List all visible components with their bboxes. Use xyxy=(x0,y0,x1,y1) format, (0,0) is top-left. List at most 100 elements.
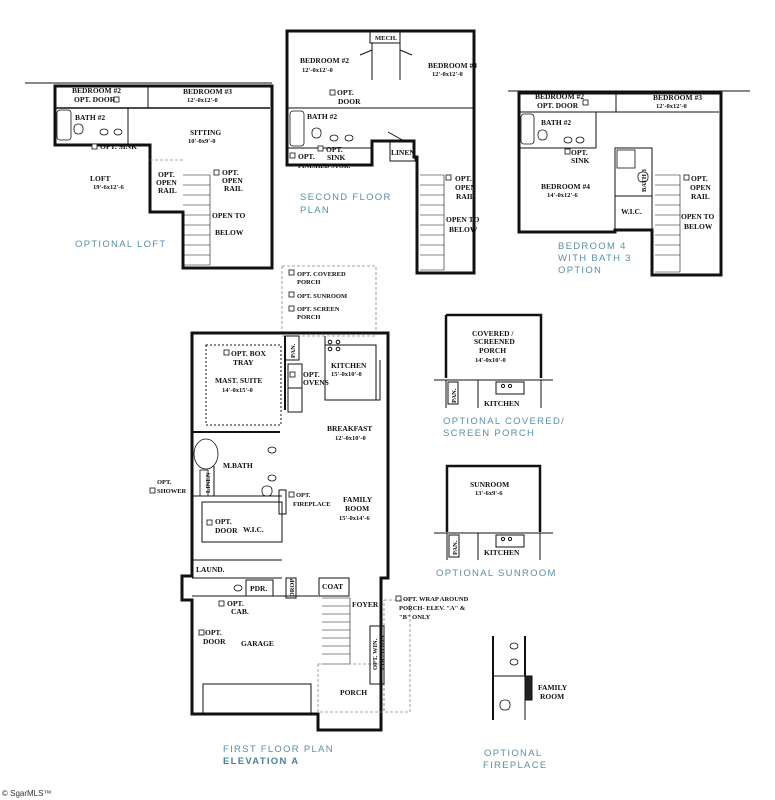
loft-dim: 19'-6x12'-6 xyxy=(93,184,124,191)
caption-first-floor: FIRST FLOOR PLAN xyxy=(223,744,334,755)
fireplace-room-label: ROOM xyxy=(540,692,564,701)
bed4-bath3-label: BATH 3 xyxy=(641,168,648,192)
first-family-room-dim: 15'-0x14'-6 xyxy=(339,515,370,522)
bed4-opt-sink-2: SINK xyxy=(571,156,590,165)
bed4-bedroom3-dim: 12'-0x12'-0 xyxy=(656,103,687,110)
bedroom4-option-plan: BEDROOM #2 OPT. DOOR BEDROOM #3 12'-0x12… xyxy=(508,90,750,277)
first-opt-wrap-1: OPT. WRAP AROUND xyxy=(403,596,469,603)
first-opt-garage-door-2: DOOR xyxy=(203,637,226,646)
first-mast-suite-label: MAST. SUITE xyxy=(215,376,262,385)
second-bath2-label: BATH #2 xyxy=(307,112,337,121)
first-opt-win-1: OPT. WIN. xyxy=(372,638,379,670)
bed4-bath2-label: BATH #2 xyxy=(541,118,571,127)
covered-label-2: SCREENED xyxy=(474,337,515,346)
first-m-bath-label: M.BATH xyxy=(223,461,253,470)
second-opt-finished-2: FINISHED STOR. xyxy=(298,163,351,170)
first-opt-win-2: LOCATION xyxy=(379,635,386,670)
first-floor-plan: OPT. COVERED PORCH OPT. SUNROOM OPT. SCR… xyxy=(149,265,469,732)
fireplace-option-plan: FAMILY ROOM xyxy=(492,636,568,720)
covered-label-3: PORCH xyxy=(479,346,506,355)
first-opt-cab-1: OPT. xyxy=(227,599,244,608)
second-opt-open-rail-1: OPT. xyxy=(455,174,472,183)
second-open-to-below-2: BELOW xyxy=(449,225,478,234)
first-garage-label: GARAGE xyxy=(241,639,274,648)
first-foyer-label: FOYER xyxy=(352,600,379,609)
second-bedroom3-dim: 12'-0x12'-0 xyxy=(432,71,463,78)
loft-label: LOFT xyxy=(90,174,110,183)
covered-label-1: COVERED / xyxy=(472,329,514,338)
first-mast-suite-dim: 14'-0x15'-0 xyxy=(222,387,253,394)
loft-opt-open-rail-a-1: OPT. xyxy=(158,170,175,179)
caption-optional-loft: OPTIONAL LOFT xyxy=(75,239,167,250)
first-pan-label: PAN. xyxy=(290,343,297,358)
caption-fireplace-2: FIREPLACE xyxy=(483,760,548,771)
first-opt-wrap-3: "B" ONLY xyxy=(399,614,431,621)
caption-bedroom4-2: WITH BATH 3 xyxy=(558,253,632,264)
second-bedroom3-label: BEDROOM #3 xyxy=(428,61,477,70)
first-breakfast-dim: 12'-0x10'-0 xyxy=(335,435,366,442)
bed4-wic-label: W.I.C. xyxy=(621,207,642,216)
second-floor-plan: MECH. BEDROOM #2 12'-0x12'-0 BEDROOM #3 … xyxy=(285,29,479,275)
caption-elevation-text: ELEVATION A xyxy=(223,756,300,767)
caption-second-floor-2: PLAN xyxy=(300,205,331,216)
first-laund-label: LAUND. xyxy=(196,565,225,574)
first-opt-ovens-2: OVENS xyxy=(303,378,329,387)
bed4-opt-open-rail-1: OPT. xyxy=(691,174,708,183)
first-opt-fireplace-1: OPT. xyxy=(296,492,311,499)
caption-fireplace-1: OPTIONAL xyxy=(484,748,543,759)
second-linen-label: LINEN xyxy=(391,148,415,157)
first-opt-ovens-1: OPT. xyxy=(303,370,320,379)
first-opt-covered-porch-1: OPT. COVERED xyxy=(297,271,346,278)
caption-elevation: ELEVATION A xyxy=(223,756,299,768)
caption-covered-1: OPTIONAL COVERED/ xyxy=(443,416,566,427)
bed4-open-to-below-1: OPEN TO xyxy=(681,212,714,221)
second-opt-open-rail-2: OPEN xyxy=(455,183,476,192)
first-breakfast-label: BREAKFAST xyxy=(327,424,372,433)
first-coat-label: COAT xyxy=(322,582,343,591)
first-opt-box-tray-2: TRAY xyxy=(233,358,254,367)
first-opt-box-tray-1: OPT. BOX xyxy=(231,349,266,358)
sunroom-dim: 13'-6x9'-6 xyxy=(475,490,503,497)
loft-bedroom2-label: BEDROOM #2 xyxy=(72,86,121,95)
second-bedroom2-label: BEDROOM #2 xyxy=(300,56,349,65)
bed4-bedroom3-label: BEDROOM #3 xyxy=(653,93,702,102)
second-opt-sink-2: SINK xyxy=(327,153,346,162)
first-wic-label: W.I.C. xyxy=(243,525,264,534)
first-opt-shower-1: OPT. xyxy=(157,479,172,486)
bed4-open-to-below-2: BELOW xyxy=(684,222,713,231)
second-opt-open-rail-3: RAIL xyxy=(456,192,475,201)
loft-opt-open-rail-b-3: RAIL xyxy=(224,184,243,193)
second-bedroom2-dim: 12'-0x12'-0 xyxy=(302,67,333,74)
first-family-room-2: ROOM xyxy=(345,504,369,513)
caption-bedroom4-3: OPTION xyxy=(558,265,603,276)
loft-opt-open-rail-b-1: OPT. xyxy=(222,168,239,177)
bed4-opt-sink-1: OPT. xyxy=(571,148,588,157)
loft-opt-door-label: OPT. DOOR xyxy=(74,95,116,104)
sunroom-pan-label: PAN. xyxy=(452,540,459,555)
first-linen-label: LINEN xyxy=(205,472,212,493)
loft-sitting-label: SITTING xyxy=(190,128,221,137)
caption-covered-2: SCREEN PORCH xyxy=(443,428,536,439)
bed4-bedroom4-dim: 14'-0x12'-6 xyxy=(547,192,578,199)
first-opt-cab-2: CAB. xyxy=(231,607,249,616)
second-opt-finished-1: OPT. xyxy=(298,152,315,161)
loft-bath2-label: BATH #2 xyxy=(75,113,105,122)
bed4-bedroom2-label: BEDROOM #2 xyxy=(535,92,584,101)
loft-opt-open-rail-a-2: OPEN xyxy=(156,178,177,187)
fireplace-family-label: FAMILY xyxy=(538,683,568,692)
optional-loft-plan: BEDROOM #2 OPT. DOOR BEDROOM #3 12'-0x12… xyxy=(25,82,274,270)
first-kitchen-dim: 15'-0x10'-0 xyxy=(331,371,362,378)
second-door-label: DOOR xyxy=(338,97,361,106)
sunroom-option-plan: SUNROOM 13'-6x9'-6 PAN. KITCHEN xyxy=(434,464,553,560)
loft-opt-open-rail-b-2: OPEN xyxy=(222,176,243,185)
first-opt-screen-porch-1: OPT. SCREEN xyxy=(297,306,340,313)
first-opt-covered-porch-2: PORCH xyxy=(297,279,320,286)
second-opt-sink-1: OPT. xyxy=(326,145,343,154)
first-family-room-1: FAMILY xyxy=(343,495,373,504)
first-opt-fireplace-2: FIREPLACE xyxy=(293,501,331,508)
bed4-bedroom4-label: BEDROOM #4 xyxy=(541,182,590,191)
loft-open-to-below-2: BELOW xyxy=(215,228,244,237)
first-drop-label: DROP xyxy=(289,579,296,597)
second-open-to-below-1: OPEN TO xyxy=(446,215,479,224)
caption-sunroom: OPTIONAL SUNROOM xyxy=(436,568,557,579)
